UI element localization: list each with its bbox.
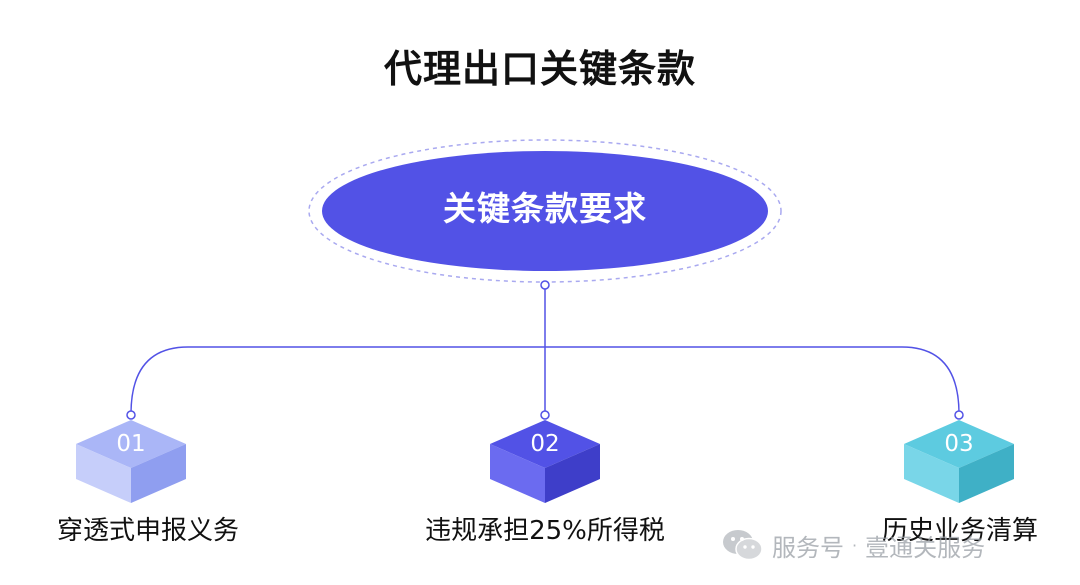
item-number-3: 03 xyxy=(944,431,974,457)
cube-02 xyxy=(490,420,600,503)
item-label-3: 历史业务清算 xyxy=(881,516,1038,546)
watermark-separator: · xyxy=(852,535,858,555)
item-number-2: 02 xyxy=(530,431,560,457)
watermark: 服务号 · 壹通关服务 xyxy=(722,528,985,562)
item-label-1: 穿透式申报义务 xyxy=(56,516,239,546)
connector-right xyxy=(545,346,960,415)
hub-stem-top-dot xyxy=(540,280,550,290)
hub-ellipse xyxy=(322,151,768,271)
cube-01 xyxy=(76,420,186,503)
item-number-1: 01 xyxy=(116,431,146,457)
connector-left xyxy=(130,346,545,415)
connector-dot-2 xyxy=(540,410,550,420)
page-title: 代理出口关键条款 xyxy=(383,47,696,91)
hub-label: 关键条款要求 xyxy=(443,189,647,228)
wechat-icon xyxy=(723,530,763,561)
connector-dot-1 xyxy=(126,410,136,420)
item-label-2: 违规承担25%所得税 xyxy=(425,516,665,546)
watermark-name: 壹通关服务 xyxy=(865,533,986,562)
connector-dot-3 xyxy=(954,410,964,420)
cube-03 xyxy=(904,420,1014,503)
watermark-prefix: 服务号 xyxy=(772,533,844,562)
